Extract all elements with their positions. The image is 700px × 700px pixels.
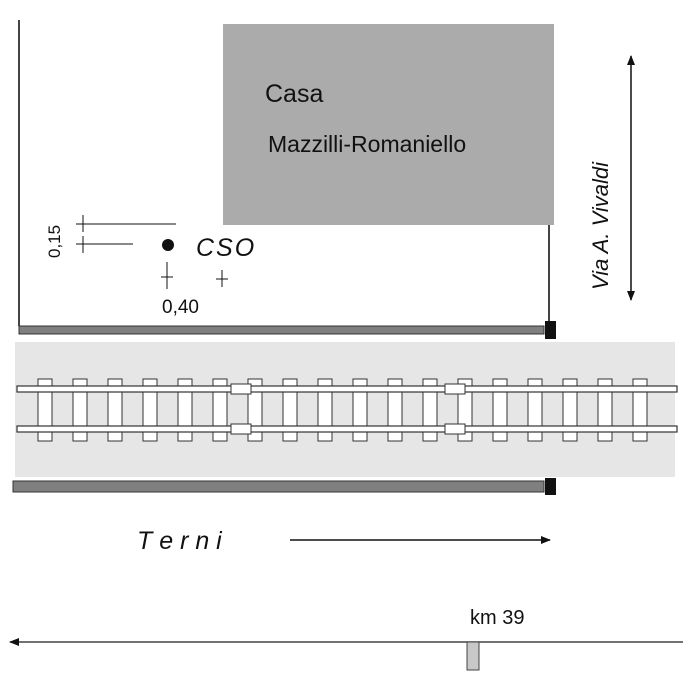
building-name-line2: Mazzilli-Romaniello <box>268 131 466 157</box>
sensor-point <box>162 239 174 251</box>
rail-joint <box>444 423 466 435</box>
railway-track <box>16 378 678 442</box>
sensor-label: CSO <box>196 234 256 262</box>
upper-curb <box>18 325 545 335</box>
lower-curb <box>12 480 545 493</box>
building <box>223 24 554 225</box>
milestone-label: km 39 <box>470 607 524 629</box>
upper-curb-end <box>545 321 556 339</box>
vertical-offset-value: 0,15 <box>45 225 64 258</box>
street-name: Via A. Vivaldi <box>588 161 613 290</box>
lower-curb-end <box>545 478 556 495</box>
building-name-line1: Casa <box>265 80 323 108</box>
horizontal-offset-value: 0,40 <box>162 297 199 318</box>
direction-label: T e r n i <box>137 527 223 555</box>
rail-lower <box>16 425 678 433</box>
rail-upper <box>16 385 678 393</box>
rail-joint <box>444 383 466 395</box>
rail-joint <box>230 423 252 435</box>
rail-joint <box>230 383 252 395</box>
milestone-marker <box>466 641 480 671</box>
